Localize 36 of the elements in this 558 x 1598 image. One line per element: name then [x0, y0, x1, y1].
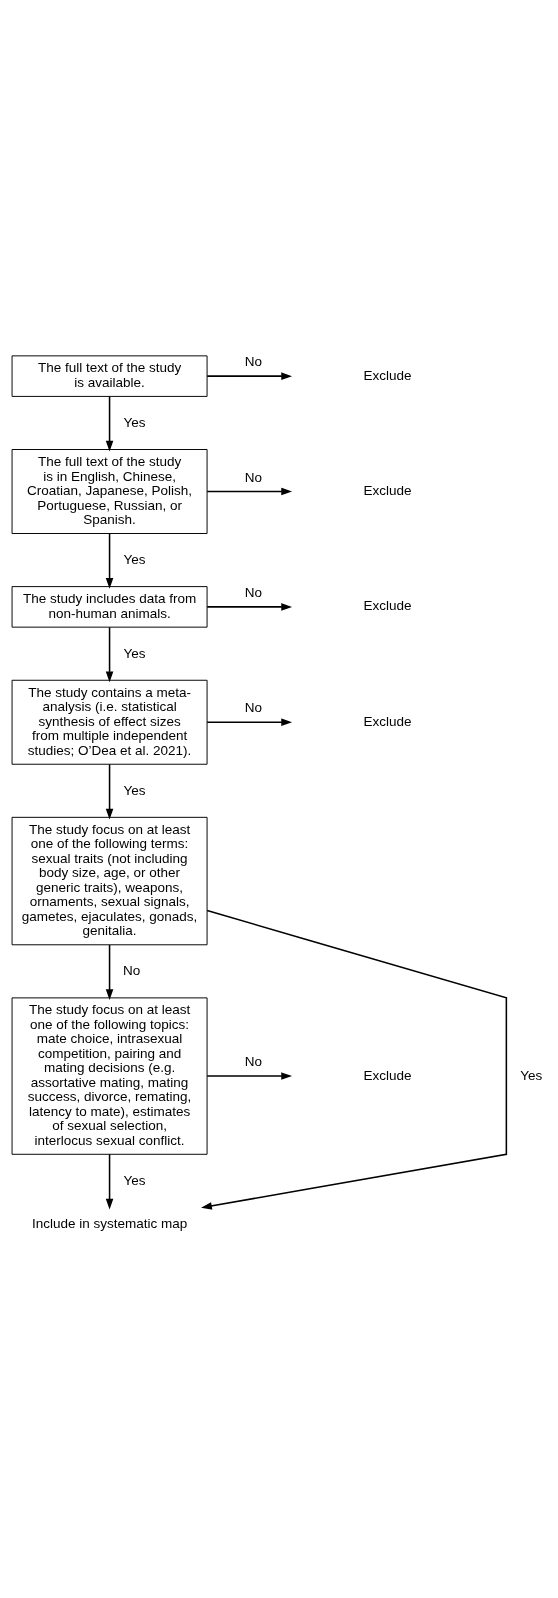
node-text: Exclude — [363, 598, 412, 614]
edge-label: Yes — [123, 1172, 146, 1188]
edge-label: Yes — [123, 782, 146, 798]
edge-label: No — [244, 354, 262, 370]
arrow — [105, 944, 114, 1001]
node-box: The full text of the study is in English, Chinese, Croatian, Japanese, Polish, Portuguese, Russian, or Spanish. — [11, 449, 208, 534]
edge-label: No — [244, 469, 262, 485]
edge-label: Yes — [123, 415, 146, 431]
node-text: Include in systematic map — [31, 1216, 188, 1232]
arrow — [105, 1153, 114, 1210]
edge-label: Yes — [520, 1068, 543, 1084]
arrow — [105, 395, 114, 452]
arrow — [105, 626, 114, 683]
node-text: Exclude — [363, 1067, 412, 1083]
arrow — [206, 487, 293, 496]
arrow — [206, 718, 293, 727]
node-text: Exclude — [363, 367, 412, 383]
node-text: Exclude — [363, 713, 412, 729]
node-box: The study focus on at least one of the following terms: sexual traits (not including body size, age, or other generic traits), weapons, ornaments, sexual signals, gametes, ejaculates, gonads, genitalia. — [11, 816, 208, 946]
arrow — [105, 763, 114, 820]
node-box: The study contains a meta-analysis (i.e. statistical synthesis of effect sizes from multiple independent studies; O’Dea et al. 2021). — [11, 679, 208, 765]
arrow — [105, 532, 114, 589]
node-box: The full text of the study is available. — [11, 355, 208, 397]
node-text: Exclude — [363, 483, 412, 499]
edge-label: No — [244, 700, 262, 716]
edge-label: Yes — [123, 552, 146, 568]
arrow — [201, 909, 508, 1210]
edge-label: No — [244, 1054, 262, 1070]
edge-label: No — [123, 963, 141, 979]
arrow — [206, 1072, 293, 1080]
node-box: The study includes data from non-human animals. — [11, 586, 208, 628]
edge-label: No — [244, 584, 262, 600]
arrow — [206, 372, 293, 380]
arrow — [206, 603, 293, 611]
node-box: The study focus on at least one of the following topics: mate choice, intrasexual competition, pairing and mating decisions (e.g. assortative mating, mating success, divorce, remating, latency to mate), estimates of sexual selection, interlocus sexual conflict. — [11, 997, 208, 1155]
edge-label: Yes — [123, 645, 146, 661]
